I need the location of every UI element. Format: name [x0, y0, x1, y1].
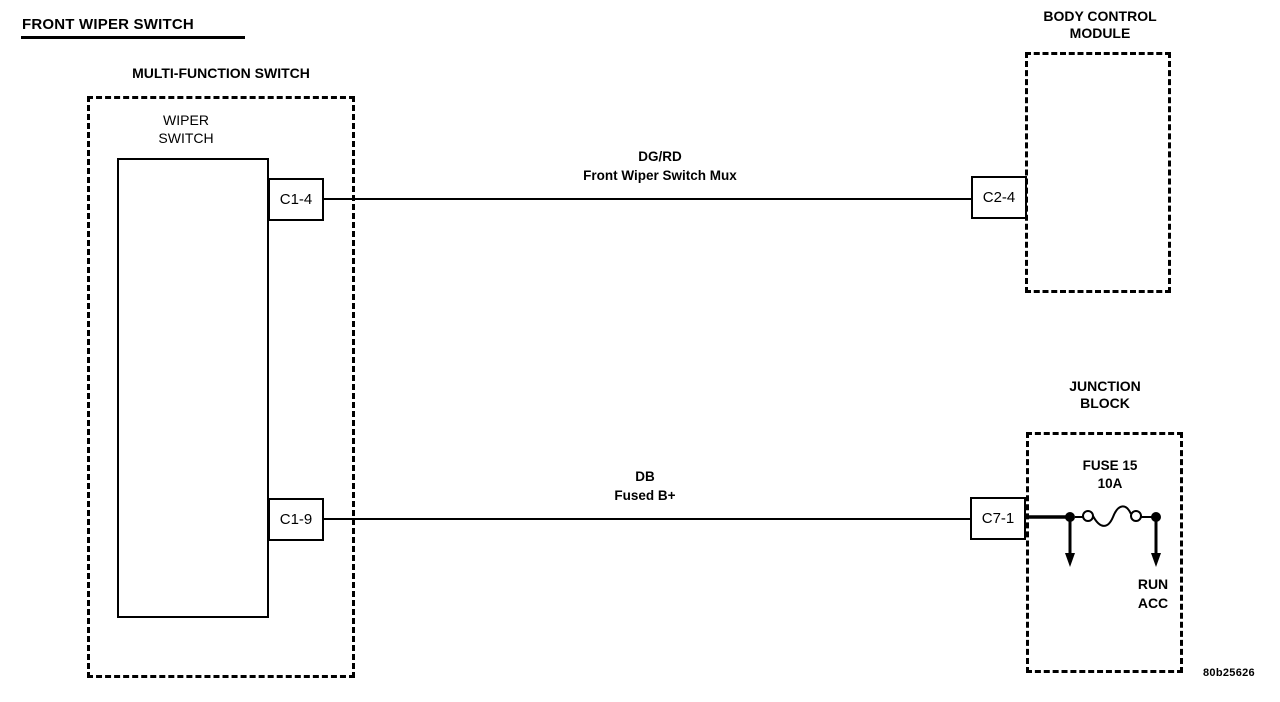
wiper-switch-label-line2: SWITCH: [158, 130, 214, 146]
output-label-acc: ACC: [1137, 595, 1169, 611]
multi-function-switch-label: MULTI-FUNCTION SWITCH: [132, 65, 310, 81]
fuse-element: [1092, 505, 1132, 527]
fuse-right-junction-dot: [1151, 512, 1161, 522]
junction-block-label-line1: JUNCTION: [1069, 378, 1141, 394]
connector-c1-9[interactable]: C1-9: [268, 498, 324, 541]
connector-c2-4[interactable]: C2-4: [971, 176, 1027, 219]
body-control-module-label-line1: BODY CONTROL: [1043, 8, 1157, 24]
fuse-left-output-arrow: [1065, 553, 1075, 567]
wire-1-circuit-name: Front Wiper Switch Mux: [583, 168, 737, 183]
fuse-left-terminal: [1082, 510, 1094, 522]
wire-2-circuit-name: Fused B+: [614, 488, 676, 503]
diagram-watermark: 80b25626: [1203, 667, 1255, 679]
junction-block-boundary: [1026, 432, 1183, 673]
multi-function-switch-boundary: [87, 96, 355, 678]
fuse-name: FUSE 15: [1082, 458, 1138, 473]
fuse-rating: 10A: [1097, 476, 1123, 491]
wiper-switch-body: [117, 158, 269, 618]
page-title: FRONT WIPER SWITCH: [22, 16, 194, 33]
fuse-right-output-arrow: [1151, 553, 1161, 567]
fuse-left-junction-dot: [1065, 512, 1075, 522]
output-label-run: RUN: [1137, 576, 1169, 592]
fuse-right-terminal: [1130, 510, 1142, 522]
fuse-circuit-graphic: [1026, 505, 1161, 567]
connector-c1-4[interactable]: C1-4: [268, 178, 324, 221]
connector-c7-1[interactable]: C7-1: [970, 497, 1026, 540]
wire-1-conductor: [323, 198, 972, 200]
wire-2-conductor: [323, 518, 971, 520]
wire-1-color-code: DG/RD: [638, 149, 682, 164]
body-control-module-boundary: [1025, 52, 1171, 293]
body-control-module-label-line2: MODULE: [1069, 25, 1131, 41]
wire-2-color-code: DB: [635, 469, 655, 484]
page-title-underline: [21, 36, 245, 39]
junction-block-label-line2: BLOCK: [1080, 395, 1130, 411]
wiper-switch-label-line1: WIPER: [163, 112, 209, 128]
